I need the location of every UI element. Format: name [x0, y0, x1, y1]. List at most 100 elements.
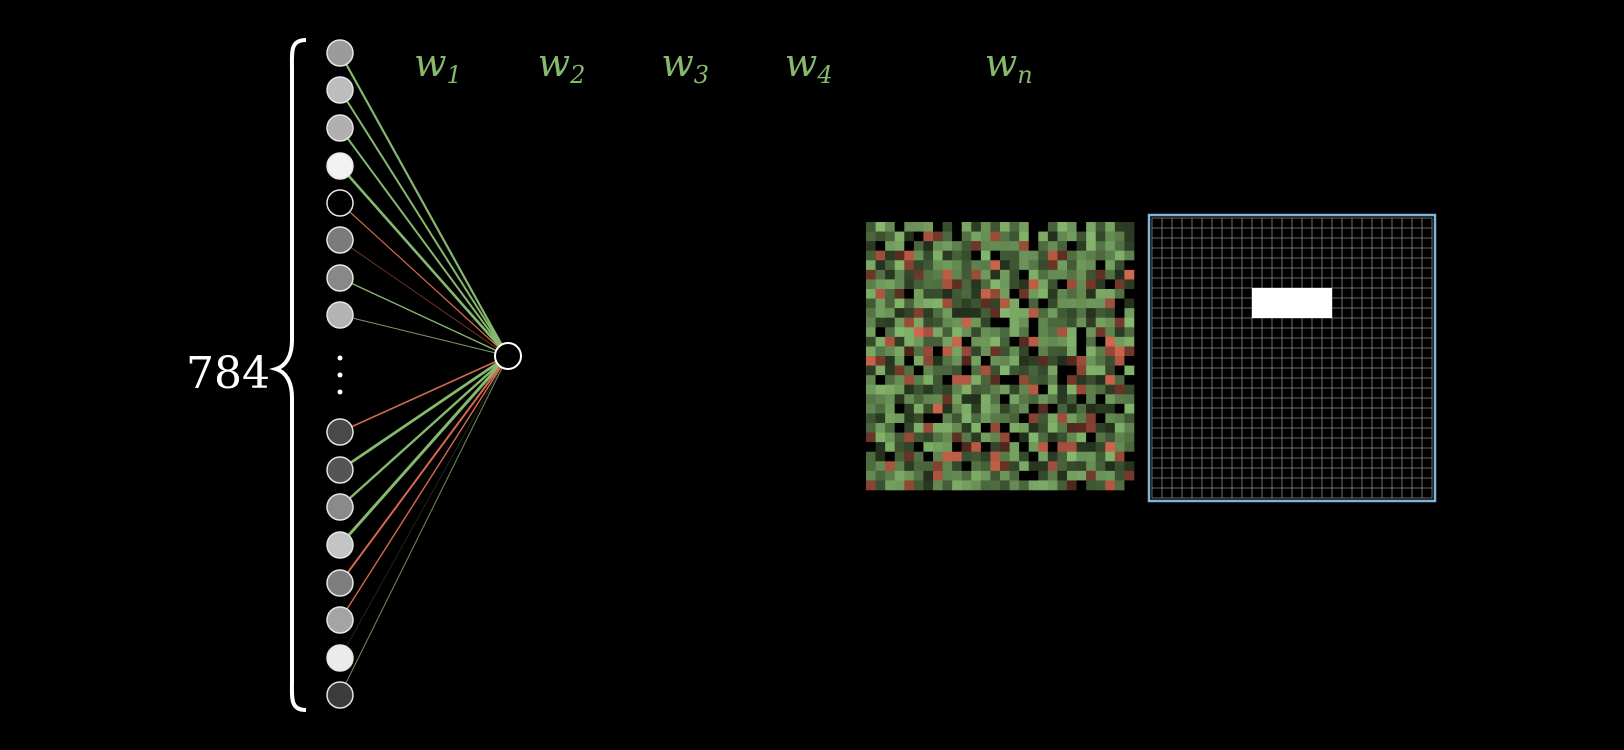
- weight-cell: [1105, 384, 1116, 395]
- weight-cell: [894, 250, 905, 261]
- weight-cell: [1028, 327, 1039, 338]
- weight-cell: [961, 250, 972, 261]
- weight-cell: [942, 308, 953, 319]
- weight-cell: [875, 317, 886, 328]
- weight-cell: [1114, 403, 1125, 414]
- weight-cell: [904, 442, 915, 453]
- weight-cell: [1076, 241, 1087, 252]
- weight-cell: [1105, 250, 1116, 261]
- weight-cell: [866, 231, 876, 242]
- weight-cell: [952, 250, 963, 261]
- weight-cell: [1105, 231, 1116, 242]
- weight-cell: [942, 375, 953, 386]
- weight-cell: [961, 336, 972, 347]
- weight-cell: [980, 461, 991, 472]
- weight-cell: [980, 451, 991, 462]
- weight-cell: [885, 470, 896, 481]
- activation-3-subscript: 3: [738, 61, 753, 89]
- weight-cell: [1086, 231, 1097, 242]
- weight-cell: [961, 260, 972, 271]
- weight-cell: [866, 336, 876, 347]
- weight-cell: [990, 384, 1001, 395]
- weight-n-subscript: n: [1017, 61, 1032, 89]
- weight-cell: [1028, 403, 1039, 414]
- weight-cell: [1000, 413, 1010, 424]
- weight-cell: [1105, 394, 1116, 405]
- weight-cell: [1028, 365, 1039, 376]
- weight-cell: [923, 231, 934, 242]
- weight-cell: [1095, 241, 1106, 252]
- weight-cell: [980, 394, 991, 405]
- weight-2: w: [538, 41, 571, 85]
- weight-cell: [1000, 470, 1010, 481]
- weight-cell: [990, 241, 1001, 252]
- weight-cell: [933, 413, 943, 424]
- weight-cell: [1105, 269, 1116, 280]
- weight-cell: [1067, 289, 1077, 299]
- weight-cell: [980, 375, 991, 386]
- weight-cell: [913, 260, 924, 271]
- weight-cell: [1028, 222, 1039, 232]
- weight-cell: [1038, 241, 1049, 252]
- weight-cell: [971, 346, 982, 357]
- activation-4-subscript: 4: [860, 61, 876, 89]
- connection-line: [339, 355, 509, 659]
- weight-cell: [1086, 442, 1097, 453]
- weight-cell: [1047, 279, 1058, 290]
- weight-cell: [1105, 260, 1116, 271]
- weight-cell: [980, 250, 991, 261]
- weight-cell: [1009, 470, 1020, 481]
- weight-cell: [1067, 480, 1077, 491]
- weight-cell: [1009, 365, 1020, 376]
- weight-cell: [952, 289, 963, 299]
- weight-cell: [894, 260, 905, 271]
- weight-cell: [1057, 451, 1068, 462]
- weight-cell: [1038, 308, 1049, 319]
- weight-cell: [933, 241, 943, 252]
- weight-cell: [980, 413, 991, 424]
- weight-cell: [1076, 480, 1087, 491]
- weight-cell: [885, 346, 896, 357]
- weight-cell: [866, 260, 876, 271]
- weight-cell: [990, 480, 1001, 491]
- weight-cell: [1019, 480, 1030, 491]
- weight-cell: [1047, 461, 1058, 472]
- weight-cell: [1000, 241, 1010, 252]
- weight-cell: [1076, 336, 1087, 347]
- weight-cell: [1124, 231, 1135, 242]
- weight-cell: [1047, 432, 1058, 443]
- weight-cell: [971, 336, 982, 347]
- weight-cell: [1038, 231, 1049, 242]
- weight-cell: [1028, 298, 1039, 309]
- weight-cell: [1095, 298, 1106, 309]
- input-neuron: [326, 569, 354, 597]
- weight-cell: [1067, 432, 1077, 443]
- weight-cell: [904, 336, 915, 347]
- weight-cell: [1067, 413, 1077, 424]
- connection-line: [339, 165, 509, 357]
- weight-cell: [885, 279, 896, 290]
- weight-cell: [961, 423, 972, 433]
- weight-cell: [933, 269, 943, 280]
- weight-cell: [1019, 413, 1030, 424]
- weight-cell: [1057, 394, 1068, 405]
- weight-cell: [1009, 241, 1020, 252]
- weight-cell: [1009, 403, 1020, 414]
- weight-cell: [1019, 241, 1030, 252]
- weight-cell: [990, 298, 1001, 309]
- weight-cell: [1047, 317, 1058, 328]
- weight-cell: [1095, 222, 1106, 232]
- weight-cell: [1000, 279, 1010, 290]
- weight-cell: [1114, 241, 1125, 252]
- weight-cell: [913, 394, 924, 405]
- weight-cell: [913, 442, 924, 453]
- weight-cell: [942, 442, 953, 453]
- weight-cell: [952, 423, 963, 433]
- weight-cell: [961, 375, 972, 386]
- weight-cell: [1076, 442, 1087, 453]
- weight-cell: [1000, 461, 1010, 472]
- weight-cell: [1124, 317, 1135, 328]
- weight-cell: [1057, 336, 1068, 347]
- weight-cell: [942, 423, 953, 433]
- weight-cell: [1124, 222, 1135, 232]
